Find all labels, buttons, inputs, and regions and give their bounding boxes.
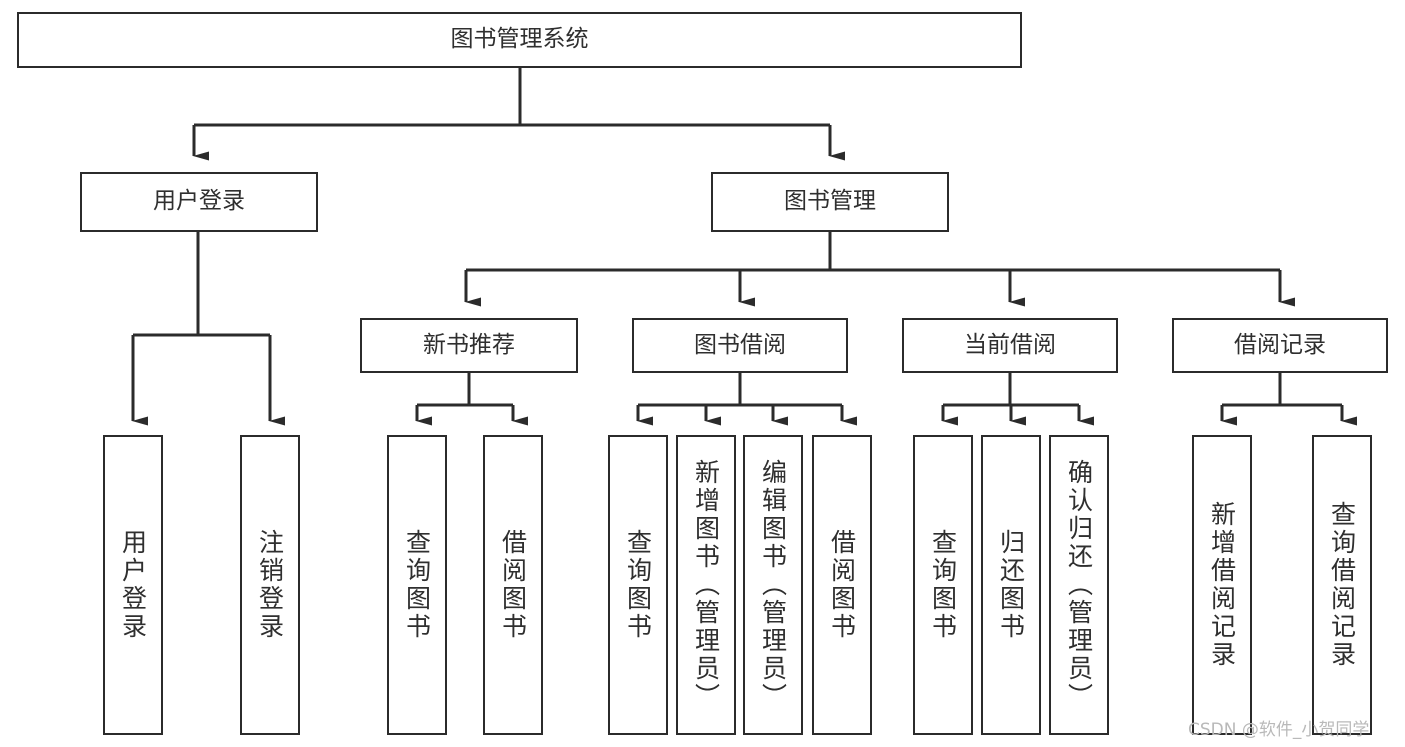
node-label: 注销登录: [255, 529, 285, 641]
node-label: 图书管理: [784, 188, 876, 215]
leaf-records-add-record[interactable]: 新增借阅记录: [1192, 435, 1252, 735]
leaf-new-books-query[interactable]: 查询图书: [387, 435, 447, 735]
node-label: 查询借阅记录: [1327, 501, 1357, 669]
node-label: 查询图书: [928, 529, 958, 641]
node-book-management[interactable]: 图书管理: [711, 172, 949, 232]
node-new-book-recommend[interactable]: 新书推荐: [360, 318, 578, 373]
node-label: 图书借阅: [694, 331, 786, 358]
leaf-current-return-book[interactable]: 归还图书: [981, 435, 1041, 735]
leaf-current-query-book[interactable]: 查询图书: [913, 435, 973, 735]
leaf-borrow-edit-book-admin[interactable]: 编辑图书（管理员）: [743, 435, 803, 735]
leaf-borrow-borrow-book[interactable]: 借阅图书: [812, 435, 872, 735]
node-user-login[interactable]: 用户登录: [80, 172, 318, 232]
node-label: 用户登录: [153, 188, 245, 215]
watermark-text: CSDN @软件_小贺同学: [1188, 720, 1370, 740]
node-label: 图书管理系统: [450, 26, 589, 53]
node-label: 新增借阅记录: [1207, 501, 1237, 669]
node-label: 借阅图书: [827, 529, 857, 641]
node-label: 新书推荐: [423, 331, 515, 358]
node-borrow-records[interactable]: 借阅记录: [1172, 318, 1388, 373]
leaf-borrow-add-book-admin[interactable]: 新增图书（管理员）: [676, 435, 736, 735]
leaf-user-login-logout[interactable]: 注销登录: [240, 435, 300, 735]
node-label: 借阅记录: [1234, 331, 1326, 358]
node-label: 借阅图书: [498, 529, 528, 641]
node-book-borrow[interactable]: 图书借阅: [632, 318, 848, 373]
node-label: 新增图书（管理员）: [691, 459, 721, 711]
leaf-user-login-login[interactable]: 用户登录: [103, 435, 163, 735]
node-root-system[interactable]: 图书管理系统: [17, 12, 1022, 68]
node-label: 查询图书: [623, 529, 653, 641]
leaf-records-query-record[interactable]: 查询借阅记录: [1312, 435, 1372, 735]
node-label: 查询图书: [402, 529, 432, 641]
node-label: 当前借阅: [964, 331, 1056, 358]
node-current-borrow[interactable]: 当前借阅: [902, 318, 1118, 373]
leaf-current-confirm-return-admin[interactable]: 确认归还（管理员）: [1049, 435, 1109, 735]
node-label: 用户登录: [118, 529, 148, 641]
node-label: 确认归还（管理员）: [1064, 459, 1094, 711]
leaf-new-books-borrow[interactable]: 借阅图书: [483, 435, 543, 735]
node-label: 编辑图书（管理员）: [758, 459, 788, 711]
node-label: 归还图书: [996, 529, 1026, 641]
leaf-borrow-query-book[interactable]: 查询图书: [608, 435, 668, 735]
